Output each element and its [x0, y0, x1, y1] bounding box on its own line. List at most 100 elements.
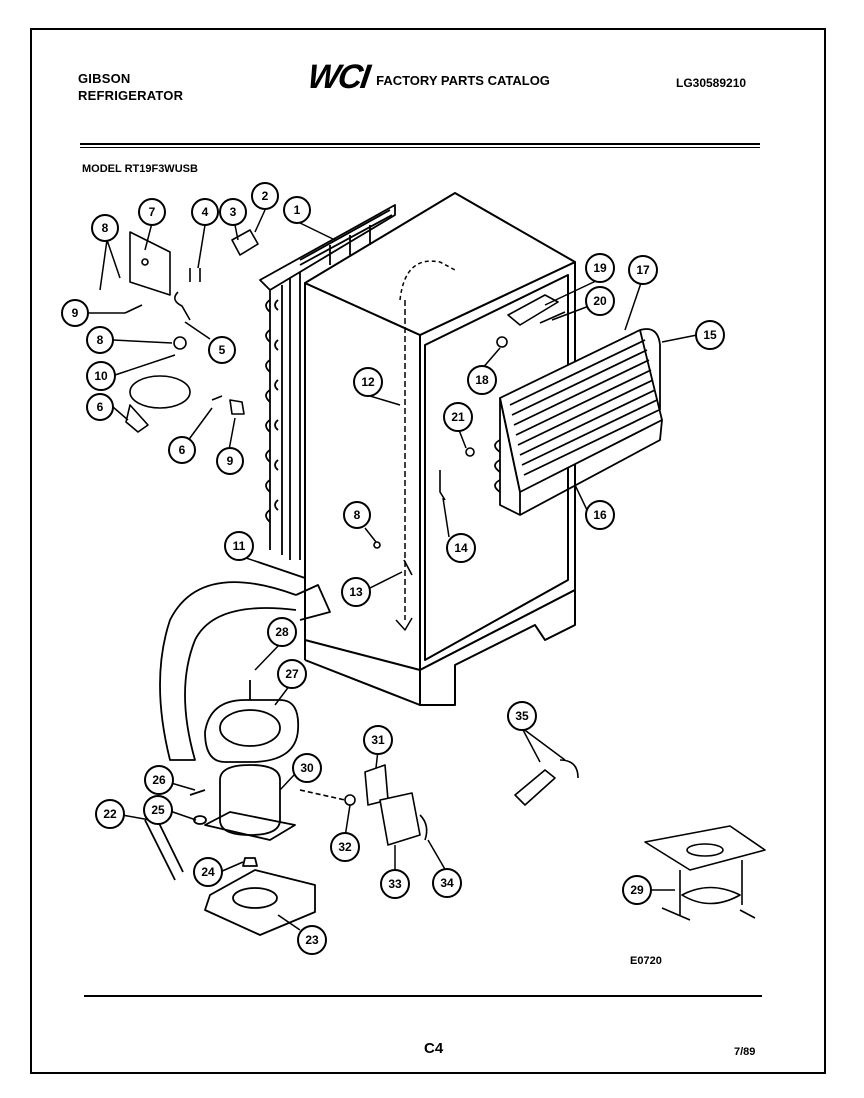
footer-rule	[84, 995, 762, 997]
callout-18: 18	[467, 365, 497, 395]
callout-10: 10	[86, 361, 116, 391]
callout-3: 3	[219, 198, 247, 226]
catalog-title: FACTORY PARTS CATALOG	[376, 73, 550, 88]
product-type: REFRIGERATOR	[78, 88, 184, 103]
svg-text:14: 14	[454, 541, 468, 555]
callout-17: 17	[628, 255, 658, 285]
model-label: MODEL RT19F3WUSB	[82, 163, 198, 175]
svg-text:3: 3	[230, 205, 237, 219]
callout-30: 30	[292, 753, 322, 783]
svg-text:15: 15	[703, 328, 717, 342]
svg-text:5: 5	[219, 343, 226, 357]
svg-text:16: 16	[593, 508, 607, 522]
callout-22: 22	[95, 799, 125, 829]
svg-text:31: 31	[371, 733, 385, 747]
svg-text:26: 26	[152, 773, 166, 787]
callout-2: 2	[251, 182, 279, 210]
callout-33: 33	[380, 869, 410, 899]
cabinet-drawing	[304, 192, 576, 706]
svg-text:10: 10	[94, 369, 108, 383]
callout-5: 5	[208, 336, 236, 364]
svg-text:4: 4	[202, 205, 209, 219]
callout-labels: 8 7 4 3 2 1 9 5 8 10 6 6 9 12 19 20 17 1…	[61, 182, 725, 955]
svg-text:34: 34	[440, 876, 454, 890]
callout-4: 4	[191, 198, 219, 226]
callout-8d: 8	[343, 501, 371, 529]
svg-text:17: 17	[636, 263, 650, 277]
svg-text:13: 13	[349, 585, 363, 599]
svg-text:22: 22	[103, 807, 117, 821]
svg-text:30: 30	[300, 761, 314, 775]
svg-text:8: 8	[102, 221, 109, 235]
drain-hose-drawing	[159, 561, 331, 761]
catalog-header: WCI FACTORY PARTS CATALOG	[305, 58, 550, 97]
callout-16: 16	[585, 500, 615, 530]
svg-text:20: 20	[593, 294, 607, 308]
svg-text:25: 25	[151, 803, 165, 817]
svg-text:6: 6	[179, 443, 186, 457]
callout-35: 35	[507, 701, 537, 731]
page-number: C4	[424, 1040, 444, 1057]
callout-31: 31	[363, 725, 393, 755]
document-number: LG30589210	[676, 76, 747, 90]
callout-28: 28	[267, 617, 297, 647]
svg-text:21: 21	[451, 410, 465, 424]
callout-21: 21	[443, 402, 473, 432]
svg-text:9: 9	[227, 454, 234, 468]
callout-29: 29	[622, 875, 652, 905]
callout-14: 14	[446, 533, 476, 563]
callout-6b: 6	[168, 436, 196, 464]
callout-27: 27	[277, 659, 307, 689]
svg-text:6: 6	[97, 400, 104, 414]
callout-7: 7	[138, 198, 166, 226]
callout-25: 25	[143, 795, 173, 825]
svg-text:32: 32	[338, 840, 352, 854]
svg-text:28: 28	[275, 625, 289, 639]
callout-34: 34	[432, 868, 462, 898]
evaporator-drawing	[494, 328, 663, 516]
svg-text:33: 33	[388, 877, 402, 891]
header-rule	[80, 143, 760, 145]
hardware-drawings	[124, 229, 259, 433]
fan-assembly-drawing	[644, 825, 766, 921]
callout-32: 32	[330, 832, 360, 862]
brand-block: GIBSON REFRIGERATOR	[78, 70, 183, 104]
callout-9a: 9	[61, 299, 89, 327]
svg-text:1: 1	[294, 203, 301, 217]
svg-text:8: 8	[354, 508, 361, 522]
callout-20: 20	[585, 286, 615, 316]
svg-text:11: 11	[233, 539, 246, 553]
svg-text:8: 8	[97, 333, 104, 347]
header-rule-thin	[80, 147, 760, 148]
svg-text:24: 24	[201, 865, 215, 879]
callout-1: 1	[283, 196, 311, 224]
callout-24: 24	[193, 857, 223, 887]
brand-name: GIBSON	[78, 71, 131, 86]
callout-19: 19	[585, 253, 615, 283]
svg-text:2: 2	[262, 189, 269, 203]
svg-text:9: 9	[72, 306, 79, 320]
callout-13: 13	[341, 577, 371, 607]
svg-text:12: 12	[361, 375, 375, 389]
electrical-parts-drawing	[299, 759, 579, 846]
condenser-coil-drawing	[259, 204, 396, 560]
svg-text:7: 7	[149, 205, 156, 219]
freezer-hardware-drawings	[373, 294, 566, 576]
svg-text:27: 27	[285, 667, 299, 681]
svg-text:19: 19	[593, 261, 607, 275]
callout-11: 11	[224, 531, 254, 561]
callout-6a: 6	[86, 393, 114, 421]
callout-9b: 9	[216, 447, 244, 475]
callout-26: 26	[144, 765, 174, 795]
print-date: 7/89	[734, 1046, 756, 1058]
callout-8b: 8	[86, 326, 114, 354]
callout-8a: 8	[91, 214, 119, 242]
svg-text:18: 18	[475, 373, 489, 387]
svg-text:23: 23	[305, 933, 319, 947]
callout-15: 15	[695, 320, 725, 350]
svg-text:29: 29	[630, 883, 644, 897]
callout-12: 12	[353, 367, 383, 397]
svg-text:35: 35	[515, 709, 529, 723]
callout-23: 23	[297, 925, 327, 955]
